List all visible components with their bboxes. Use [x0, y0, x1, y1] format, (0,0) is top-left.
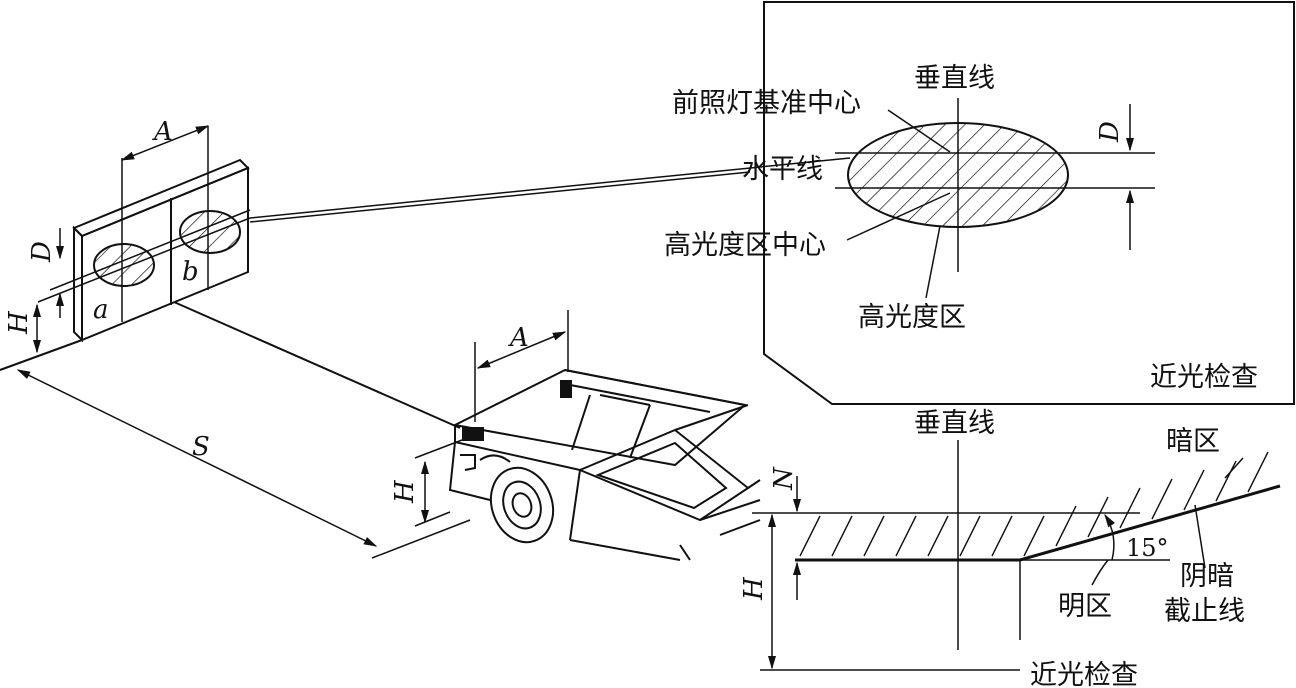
dim-A-car-label: A — [508, 323, 529, 353]
low-beam-check-bottom-label: 近光检查 — [1030, 660, 1138, 688]
dimension-H-car: H — [390, 439, 463, 527]
dim-H-lowbeam-label: H — [739, 576, 769, 601]
headlamp-ref-center-label: 前照灯基准中心 — [672, 88, 861, 119]
cutoff-hatch — [799, 451, 1269, 557]
bright-zone-ellipse — [847, 122, 1069, 228]
angle-label: 15° — [1126, 534, 1169, 562]
dim-H-screen-label: H — [4, 310, 34, 335]
bright-zone-label: 高光度区 — [858, 302, 966, 333]
dim-N-label: N — [769, 466, 799, 491]
bright-zone-center-label: 高光度区中心 — [664, 230, 826, 261]
aiming-screen: a b — [37, 126, 251, 343]
lamp-a-label: a — [93, 295, 109, 325]
lamp-spot-a — [93, 243, 155, 287]
projection-line-lower — [249, 171, 751, 223]
horizontal-line-label: 水平线 — [742, 154, 823, 185]
dim-D-detail-label: D — [1095, 121, 1125, 143]
dim-S-label: S — [192, 432, 210, 462]
dimension-D-H-screen: D H — [4, 228, 65, 354]
dimension-A-car: A — [474, 310, 569, 422]
projection-line-upper — [249, 157, 851, 219]
cutoff-line-label-2: 截止线 — [1164, 596, 1245, 627]
car-front-view — [448, 368, 761, 561]
dim-A-screen-label: A — [152, 117, 173, 147]
dimension-A-screen: A — [120, 117, 210, 161]
dark-zone-label: 暗区 — [1166, 426, 1220, 457]
cutoff-line-label-1: 阴暗 — [1180, 561, 1234, 592]
vertical-line-bottom-label: 垂直线 — [914, 408, 995, 439]
lamp-spot-b — [179, 210, 241, 254]
detail-panel-high-beam: D 垂直线 前照灯基准中心 水平线 高光度区中心 高光度区 近光检查 — [664, 1, 1295, 405]
vertical-line-label: 垂直线 — [914, 63, 995, 94]
dim-H-car-label: H — [390, 479, 420, 504]
lamp-b-label: b — [182, 257, 199, 287]
detail-low-beam-cutoff: 垂直线 15° — [739, 408, 1281, 688]
dim-D-screen-label: D — [27, 241, 57, 263]
low-beam-check-top-label: 近光检查 — [1150, 362, 1258, 393]
ground-distance: S — [0, 301, 471, 559]
bright-area-label: 明区 — [1058, 591, 1112, 622]
